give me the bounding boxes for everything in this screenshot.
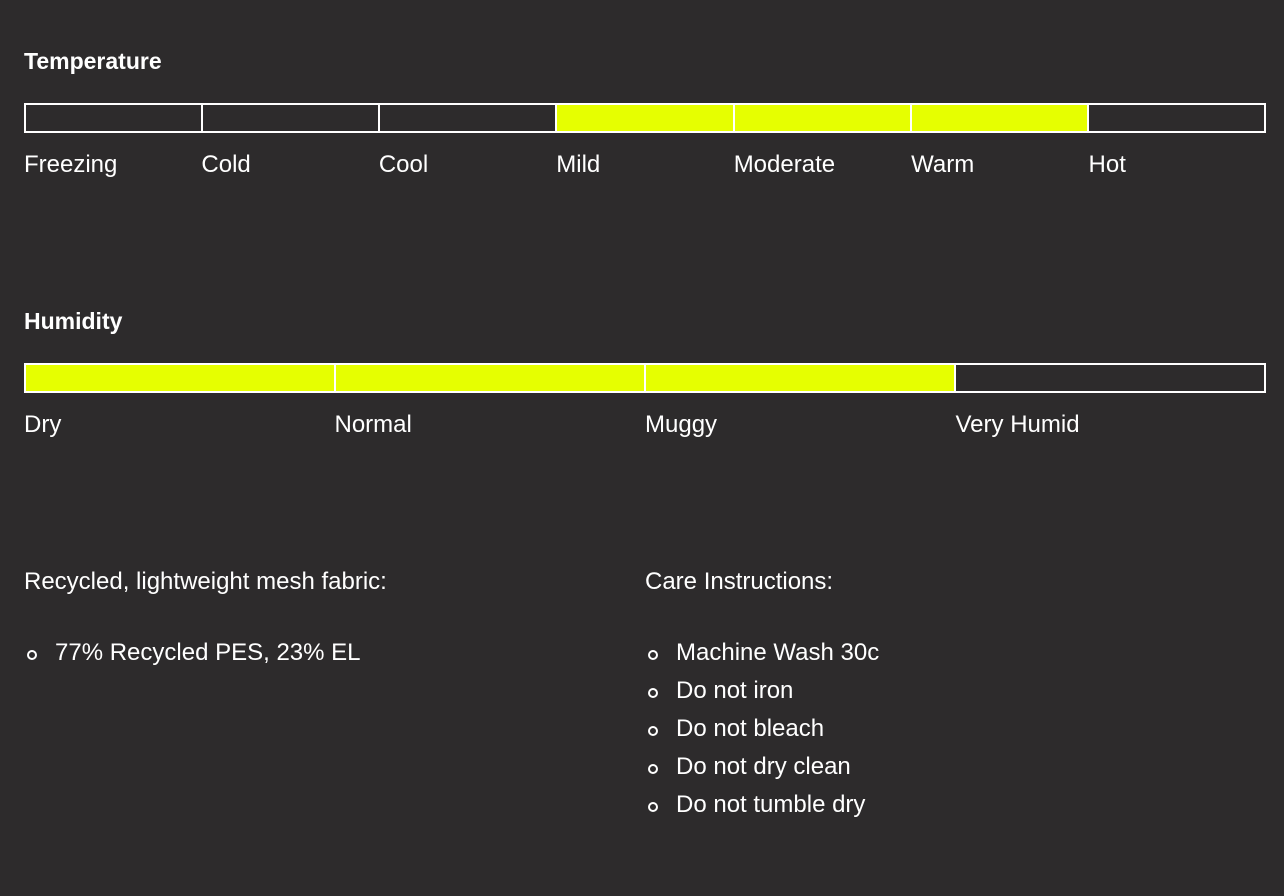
list-item: Machine Wash 30c: [645, 634, 1205, 672]
temperature-label-hot: Hot: [1088, 151, 1126, 178]
humidity-label-normal: Normal: [334, 411, 412, 438]
temperature-scale: [24, 103, 1266, 133]
temperature-label-warm: Warm: [911, 151, 975, 178]
temperature-label-mild: Mild: [556, 151, 601, 178]
bullet-icon: [648, 688, 658, 698]
fabric-composition: 77% Recycled PES, 23% EL: [55, 639, 361, 666]
list-item: Do not tumble dry: [645, 786, 1205, 824]
temperature-segment-freezing: [26, 105, 204, 131]
bullet-icon: [648, 650, 658, 660]
temperature-segment-hot: [1089, 105, 1264, 131]
list-item: Do not bleach: [645, 710, 1205, 748]
care-item-text: Do not tumble dry: [676, 791, 866, 818]
care-info: Care Instructions: Machine Wash 30c Do n…: [645, 566, 1205, 824]
fabric-title: Recycled, lightweight mesh fabric:: [24, 568, 387, 595]
list-item: Do not iron: [645, 672, 1205, 710]
temperature-title: Temperature: [24, 48, 162, 74]
temperature-label-moderate: Moderate: [733, 151, 836, 178]
humidity-segment-very-humid: [956, 365, 1264, 391]
care-list: Machine Wash 30c Do not iron Do not blea…: [645, 634, 1205, 824]
care-item-text: Do not dry clean: [676, 753, 851, 780]
temperature-segment-cool: [380, 105, 558, 131]
temperature-label-cold: Cold: [201, 151, 251, 178]
temperature-label-cool: Cool: [378, 151, 429, 178]
temperature-segment-cold: [203, 105, 381, 131]
fabric-list: 77% Recycled PES, 23% EL: [24, 634, 584, 672]
care-item-text: Do not iron: [676, 677, 794, 704]
humidity-labels: Dry Normal Muggy Very Humid: [24, 411, 1266, 439]
humidity-segment-dry: [26, 365, 336, 391]
list-item: Do not dry clean: [645, 748, 1205, 786]
humidity-label-dry: Dry: [24, 411, 62, 438]
care-title: Care Instructions:: [645, 568, 834, 595]
humidity-segment-muggy: [646, 365, 956, 391]
temperature-segment-mild: [557, 105, 735, 131]
fabric-info: Recycled, lightweight mesh fabric: 77% R…: [24, 566, 584, 672]
bullet-icon: [648, 802, 658, 812]
humidity-label-very-humid: Very Humid: [955, 411, 1080, 438]
care-item-text: Do not bleach: [676, 715, 825, 742]
bullet-icon: [648, 764, 658, 774]
temperature-segment-moderate: [734, 105, 912, 131]
bullet-icon: [648, 726, 658, 736]
humidity-scale: [24, 363, 1266, 393]
temperature-label-freezing: Freezing: [24, 151, 118, 178]
humidity-title: Humidity: [24, 308, 123, 334]
temperature-segment-warm: [911, 105, 1089, 131]
humidity-segment-normal: [336, 365, 646, 391]
care-item-text: Machine Wash 30c: [676, 639, 880, 666]
bullet-icon: [27, 650, 37, 660]
humidity-label-muggy: Muggy: [645, 411, 718, 438]
list-item: 77% Recycled PES, 23% EL: [24, 634, 584, 672]
temperature-labels: Freezing Cold Cool Mild Moderate Warm Ho…: [24, 151, 1266, 179]
